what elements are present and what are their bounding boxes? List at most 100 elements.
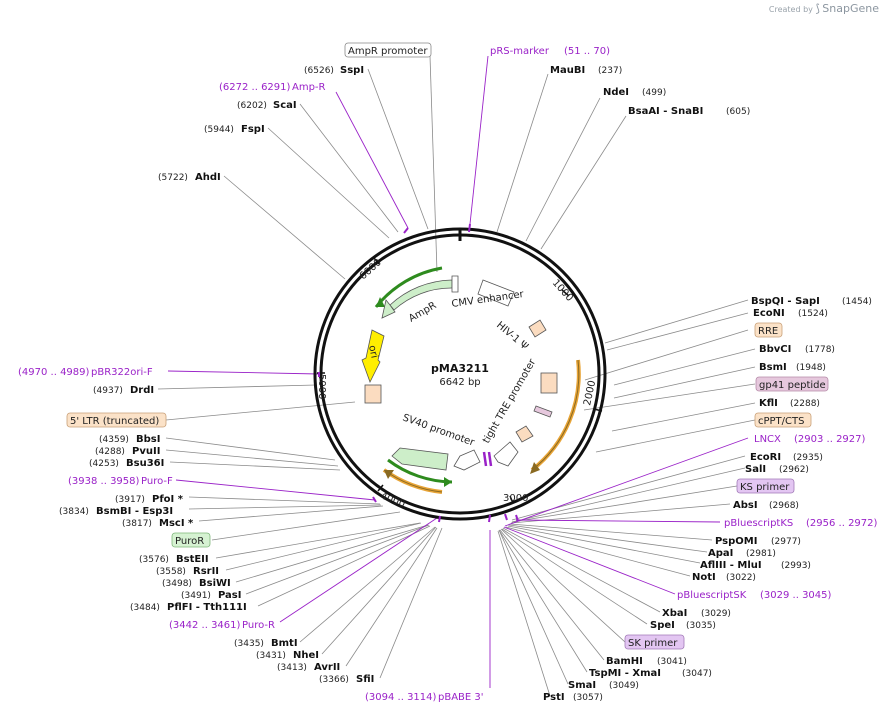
enzyme-pos: (1524) — [798, 309, 828, 319]
primer-prs-marker: pRS-marker — [490, 46, 550, 57]
puror-label: PuroR — [175, 536, 204, 547]
primer-pbluescriptsk-range: (3029 .. 3045) — [760, 590, 832, 601]
enzyme-psti: PstI — [543, 692, 565, 703]
primer-pbluescriptks: pBluescriptKS — [724, 518, 793, 529]
sv40-promoter-arrow — [391, 447, 449, 471]
ltr-box — [364, 384, 382, 404]
plasmid-length: 6642 bp — [439, 377, 480, 388]
enzyme-pos: (3491) — [181, 591, 211, 601]
enzyme-avrii: AvrII — [314, 662, 340, 673]
enzyme-bspqi-sapi: BspQI - SapI — [751, 296, 820, 307]
enzyme-tspmi-xmai: TspMI - XmaI — [589, 668, 661, 679]
enzyme-pos: (2968) — [769, 501, 799, 511]
enzyme-pos: (499) — [642, 88, 666, 98]
rre-label: RRE — [758, 326, 778, 337]
puror-inner-arrowhead-icon — [444, 477, 452, 487]
primer-puro-f-range: (3938 .. 3958) — [68, 476, 140, 487]
primer-pbluescriptks-range: (2956 .. 2972) — [806, 518, 878, 529]
tick-label-3000: 3000 — [503, 493, 528, 504]
enzyme-pos: (5944) — [204, 125, 234, 135]
enzyme-pos: (2962) — [779, 465, 809, 475]
enzyme-pos: (2288) — [790, 399, 820, 409]
enzyme-bmti: BmtI — [271, 638, 298, 649]
enzyme-xbai: XbaI — [662, 608, 687, 619]
plasmid-name: pMA3211 — [431, 362, 489, 375]
enzyme-pos: (4359) — [99, 435, 129, 445]
enzyme-pfoi: PfoI * — [152, 494, 184, 505]
enzyme-maubi: MauBI — [550, 65, 585, 76]
ampr-promoter-box — [451, 275, 459, 293]
enzyme-ahdi: AhdI — [195, 172, 221, 183]
primer-lncx-range: (2903 .. 2927) — [794, 434, 866, 445]
enzyme-pos: (3366) — [319, 675, 349, 685]
enzyme-pos: (1778) — [805, 345, 835, 355]
ampr-label: AmpR — [407, 300, 438, 324]
backbone-ring — [313, 227, 607, 521]
enzyme-kfli: KflI — [759, 398, 778, 409]
enzyme-smai: SmaI — [568, 680, 596, 691]
enzyme-pos: (5722) — [158, 173, 188, 183]
orange-arc-right-arrowhead-icon — [530, 462, 540, 474]
tick-label-2000: 2000 — [582, 379, 598, 406]
cppt-box — [515, 425, 534, 443]
enzyme-econi: EcoNI — [753, 308, 785, 319]
ori-arrow — [361, 329, 385, 384]
enzyme-pos: (3413) — [277, 663, 307, 673]
enzyme-pvuii: PvuII — [132, 446, 160, 457]
map-center: pMA3211 6642 bp — [431, 362, 489, 388]
enzyme-absi: AbsI — [733, 500, 758, 511]
primer-ticks — [318, 223, 519, 523]
enzyme-pos: (3029) — [701, 609, 731, 619]
leader-lines — [157, 55, 756, 697]
enzyme-pos: (2977) — [771, 537, 801, 547]
enzyme-sspi: SspI — [340, 65, 364, 76]
enzyme-bsmbi-esp3i: BsmBI - Esp3I — [96, 506, 173, 517]
gp41-box — [533, 405, 553, 418]
primer-pbabe-3: pBABE 3' — [438, 692, 484, 703]
enzyme-pos: (4288) — [95, 447, 125, 457]
enzyme-pos: (3022) — [726, 573, 756, 583]
enzyme-bsiwi: BsiWI — [199, 578, 231, 589]
enzyme-rsrii: RsrII — [193, 566, 219, 577]
enzyme-afliii-mlui: AflIII - MluI — [700, 560, 762, 571]
enzyme-pos: (1948) — [796, 363, 826, 373]
enzyme-pos: (3035) — [686, 621, 716, 631]
enzyme-pos: (3917) — [115, 495, 145, 505]
enzyme-pos: (3047) — [682, 669, 712, 679]
ks-primer-label: KS primer — [740, 482, 790, 493]
5ltr-truncated-label: 5' LTR (truncated) — [70, 416, 159, 427]
enzyme-pos: (3576) — [139, 555, 169, 565]
enzyme-scai: ScaI — [273, 100, 297, 111]
enzyme-bsaai-snabi: BsaAI - SnaBI — [628, 106, 703, 117]
enzyme-nhei: NheI — [293, 650, 319, 661]
sv40-promoter-label: SV40 promoter — [401, 412, 477, 448]
primer-pbr322ori-f: pBR322ori-F — [91, 367, 153, 378]
enzyme-pos: (1454) — [842, 297, 872, 307]
enzyme-pflfi-tth111i: PflFI - Tth111I — [167, 602, 247, 613]
enzyme-pos: (2993) — [781, 561, 811, 571]
snapgene-wordmark: SnapGene — [822, 2, 879, 15]
enzyme-ndei: NdeI — [603, 87, 629, 98]
hiv-psi-label: HIV-1 Ψ — [494, 320, 530, 353]
tight-tre-arrow — [493, 441, 519, 467]
primer-lncx: LNCX — [754, 434, 781, 445]
enzyme-bsmi: BsmI — [759, 362, 787, 373]
enzyme-pos: (6526) — [304, 66, 334, 76]
primer-pbabe-3-range: (3094 .. 3114) — [365, 692, 437, 703]
amprpromoter-label: AmpR promoter — [348, 46, 428, 57]
enzyme-pos: (3484) — [130, 603, 160, 613]
cmv-enhancer-arrow — [477, 279, 515, 307]
ampr-arrowhead-icon — [376, 297, 385, 307]
outer-arcs — [374, 266, 581, 494]
enzyme-bbsi: BbsI — [136, 434, 160, 445]
primer-amp-r: Amp-R — [292, 82, 326, 93]
enzyme-sfii: SfiI — [356, 674, 374, 685]
enzyme-labels: (6526) SspI MauBI (237) NdeI (499) BsaAI… — [59, 65, 872, 703]
enzyme-bamhi: BamHI — [606, 656, 643, 667]
enzyme-pos: (4937) — [93, 386, 123, 396]
primer-puro-r-range: (3442 .. 3461) — [169, 620, 241, 631]
enzyme-spei: SpeI — [650, 620, 675, 631]
enzyme-pos: (3834) — [59, 507, 89, 517]
enzyme-pos: (3041) — [657, 657, 687, 667]
